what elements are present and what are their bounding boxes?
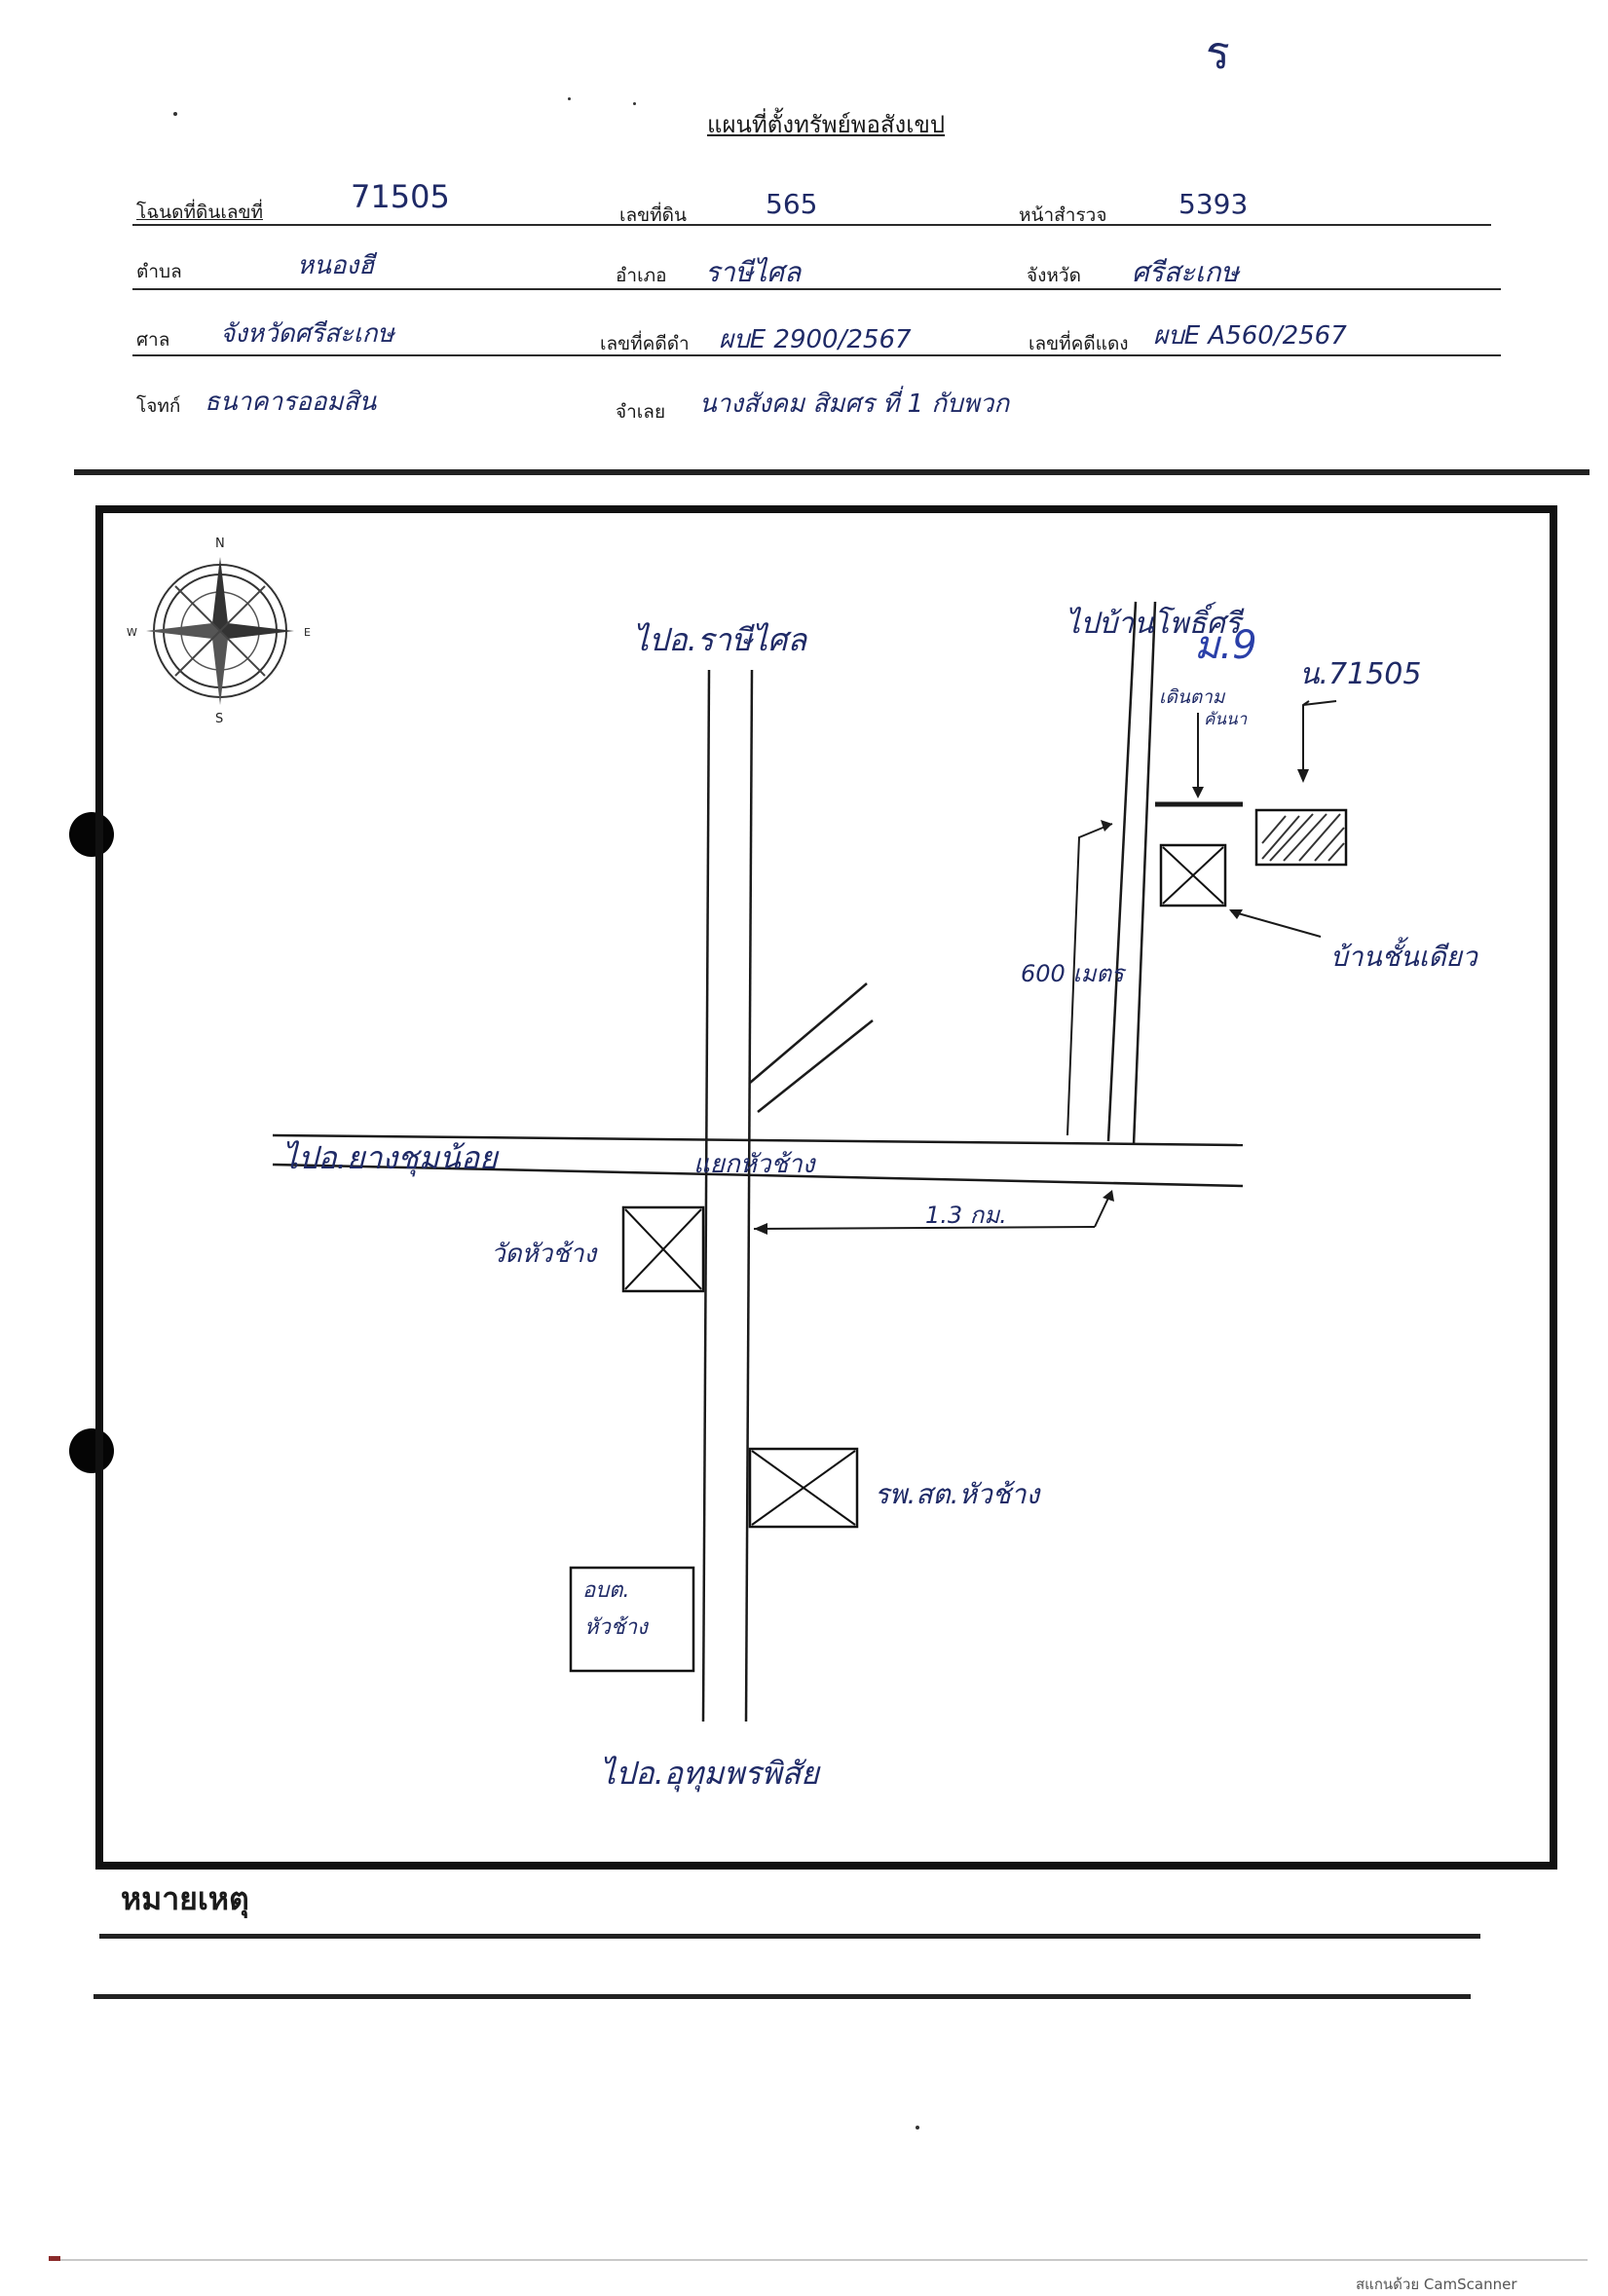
form-rule-2 <box>132 288 1501 290</box>
province-value: ศรีสะเกษ <box>1132 256 1239 288</box>
plaintiff-label: โจทก์ <box>136 395 181 417</box>
village-road <box>1132 601 1157 1146</box>
red-case-value: ผบE A560/2567 <box>1153 321 1347 351</box>
binder-hole <box>69 1428 114 1473</box>
province-label: จังหวัด <box>1027 265 1081 286</box>
plaintiff-value: ธนาคารออมสิน <box>205 388 377 417</box>
scan-edge <box>49 2259 1588 2261</box>
label-to-yang-chum: ไปอ.ยางชุมน้อย <box>282 1139 500 1177</box>
diagonal-road <box>757 1019 874 1113</box>
label-to-ban-pho-si: ไปบ้านโพธิ์ศรี <box>1066 602 1245 641</box>
header-separator <box>74 469 1589 475</box>
temple-marker <box>621 1205 705 1293</box>
scan-edge-mark <box>49 2256 60 2261</box>
remarks-line-2 <box>93 1994 1471 1999</box>
court-value: จังหวัดศรีสะเกษ <box>220 319 394 349</box>
map-frame <box>95 505 1557 1870</box>
speck <box>916 2126 919 2129</box>
label-path: คันนา <box>1204 710 1248 729</box>
speck <box>633 102 636 105</box>
label-office-2: หัวช้าง <box>584 1615 650 1640</box>
deed-value: 71505 <box>351 178 450 215</box>
main-road-east-edge <box>744 669 754 1722</box>
village-road <box>1106 601 1138 1142</box>
page-number-mark: ร <box>1206 26 1230 79</box>
red-case-label: เลขที่คดีแดง <box>1028 333 1129 354</box>
defendant-value: นางสังคม สิมศร ที่ 1 กับพวก <box>699 389 1010 419</box>
compass-e: E <box>304 626 311 639</box>
district-label: อำเภอ <box>616 265 667 286</box>
office-marker <box>569 1566 695 1673</box>
label-moo: ม.9 <box>1194 623 1257 668</box>
subdistrict-value: หนองฮี <box>297 251 375 280</box>
label-distance-13: 1.3 กม. <box>925 1202 1007 1229</box>
compass-icon: N S W E <box>127 537 311 726</box>
distance-600-line <box>1066 823 1113 1136</box>
court-label: ศาล <box>136 329 170 351</box>
cross-road-north-edge <box>272 1133 1244 1147</box>
remarks-label: หมายเหตุ <box>121 1880 249 1917</box>
district-value: ราษีไศล <box>705 256 802 288</box>
label-office-1: อบต. <box>582 1578 629 1603</box>
remarks-line-1 <box>99 1934 1480 1939</box>
speck <box>173 112 177 116</box>
deed-label: โฉนดที่ดินเลขที่ <box>136 202 263 223</box>
defendant-label: จำเลย <box>616 401 666 423</box>
label-intersection: แยกหัวช้าง <box>693 1150 817 1179</box>
form-rule-3 <box>132 354 1501 356</box>
label-to-rasi-salai: ไปอ.ราษีไศล <box>633 621 807 658</box>
speck <box>568 97 571 100</box>
diagonal-road <box>749 982 868 1084</box>
main-road-west-edge <box>701 669 711 1722</box>
label-green-house: บ้านชั้นเดียว <box>1330 937 1479 973</box>
health-center-marker <box>748 1447 859 1529</box>
compass-s: S <box>215 712 223 726</box>
label-distance-600: 600 เมตร <box>1021 960 1127 987</box>
binder-hole <box>69 812 114 857</box>
cross-road-south-edge <box>272 1163 1244 1188</box>
survey-page-value: 5393 <box>1178 188 1249 220</box>
label-hospital: รพ.สต.หัวช้าง <box>875 1478 1041 1510</box>
label-wat: วัดหัวช้าง <box>491 1240 598 1269</box>
subdistrict-label: ตำบล <box>136 261 182 282</box>
scanner-watermark: สแกนด้วย CamScanner <box>1356 2276 1517 2293</box>
form-rule-1 <box>132 224 1491 226</box>
page-title: แผนที่ตั้งทรัพย์พอสังเขป <box>707 111 946 138</box>
compass-n: N <box>215 537 225 551</box>
black-case-label: เลขที่คดีดำ <box>600 333 690 354</box>
survey-page-label: หน้าสำรวจ <box>1019 204 1107 226</box>
house-marker <box>1159 843 1227 907</box>
distance-13-line <box>753 1226 1096 1230</box>
label-to-uthumphon: ไปอ.อุทุมพรพิสัย <box>600 1755 821 1793</box>
black-case-value: ผบE 2900/2567 <box>719 325 912 354</box>
label-walk-path: เดินตาม <box>1159 686 1226 708</box>
target-plot <box>1254 808 1348 867</box>
land-no-label: เลขที่ดิน <box>619 204 687 226</box>
compass-w: W <box>127 626 137 639</box>
label-deed-ref: น.71505 <box>1299 657 1421 691</box>
land-no-value: 565 <box>766 188 818 220</box>
